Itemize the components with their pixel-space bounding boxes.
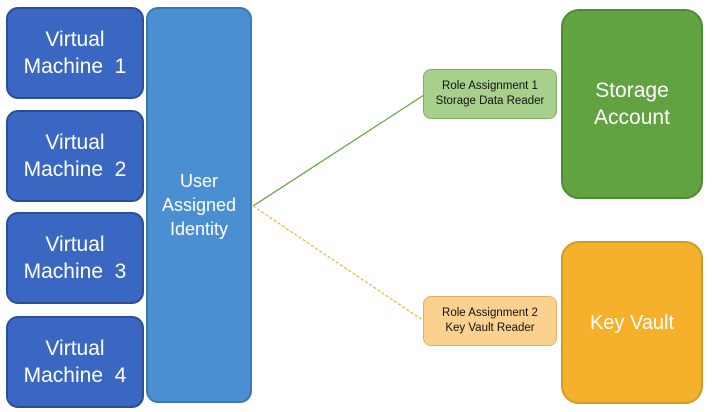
vm-1-label-line1: Virtual [45,28,105,51]
virtual-machine-3: Virtual Machine 3 [6,212,144,304]
virtual-machine-4: Virtual Machine 4 [6,316,144,408]
connector-identity-to-role-1 [252,94,425,207]
key-vault: Key Vault [561,241,703,404]
vm-4-label-line1: Virtual [45,337,105,360]
storage-account: Storage Account [561,9,703,199]
role-assignment-1: Role Assignment 1 Storage Data Reader [423,69,557,119]
role-2-label-line2: Key Vault Reader [445,322,535,334]
vm-2-label-line2: Machine 2 [23,158,127,181]
role-assignment-2: Role Assignment 2 Key Vault Reader [423,296,557,346]
role-1-label-line2: Storage Data Reader [435,95,545,107]
virtual-machine-2: Virtual Machine 2 [6,110,144,202]
role-1-label-line1: Role Assignment 1 [442,80,538,92]
identity-label-line3: Identity [169,219,229,239]
vm-1-label-line2: Machine 1 [23,55,127,78]
storage-label-line2: Account [594,106,670,129]
virtual-machine-1: Virtual Machine 1 [6,7,144,99]
vm-2-label-line1: Virtual [45,131,105,154]
storage-label-line1: Storage [595,79,669,102]
connector-identity-to-role-2 [252,205,425,322]
vm-3-label-line1: Virtual [45,233,105,256]
vm-4-label-line2: Machine 4 [23,364,127,387]
identity-label-line2: Assigned [161,195,237,215]
identity-label-line1: User [179,171,218,191]
user-assigned-identity: User Assigned Identity [146,7,252,403]
vm-3-label-line2: Machine 3 [23,260,127,283]
role-2-label-line1: Role Assignment 2 [442,307,538,319]
keyvault-label: Key Vault [589,311,675,334]
